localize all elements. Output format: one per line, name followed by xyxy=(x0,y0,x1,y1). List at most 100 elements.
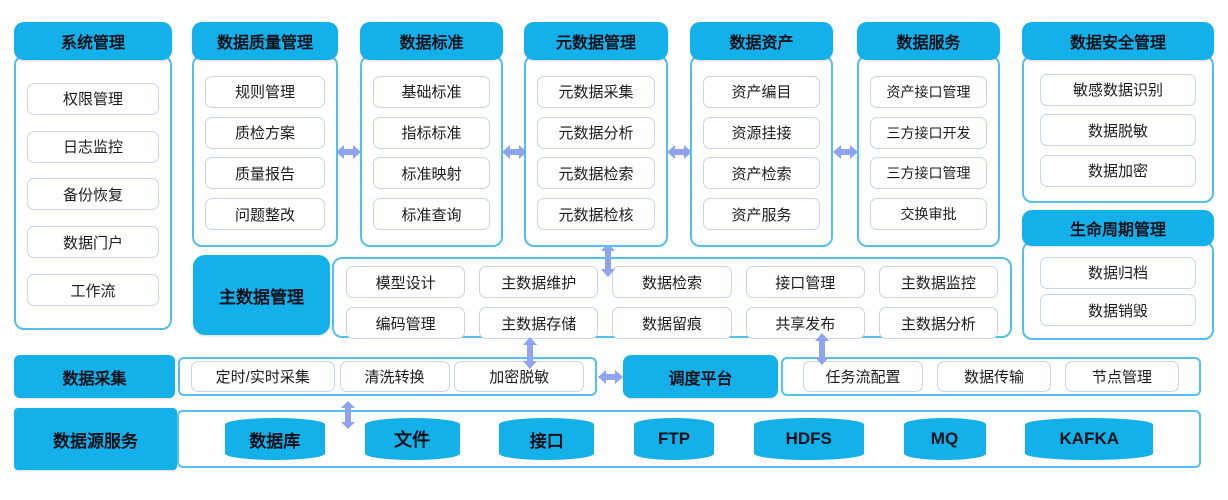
group-title: 数据质量管理 xyxy=(192,22,338,60)
group-data-service: 数据服务 资产接口管理 三方接口开发 三方接口管理 交换审批 xyxy=(857,22,1000,247)
group-title: 数据资产 xyxy=(690,22,833,60)
group-body: 数据归档 数据销毁 xyxy=(1022,241,1214,340)
module-item: 资产服务 xyxy=(703,198,820,231)
module-item: 主数据维护 xyxy=(479,266,599,298)
group-data-asset: 数据资产 资产编目 资源挂接 资产检索 资产服务 xyxy=(690,22,833,247)
group-title: 数据服务 xyxy=(857,22,1000,60)
module-item: 数据门户 xyxy=(27,226,159,259)
datasource-cylinder: 数据库 xyxy=(224,418,325,460)
group-body: 基础标准 指标标准 标准映射 标准查询 xyxy=(360,55,503,247)
module-item: 接口管理 xyxy=(745,266,865,298)
cylinder-label: MQ xyxy=(930,429,959,448)
datasource-cylinder: 文件 xyxy=(364,418,460,460)
group-body: 元数据采集 元数据分析 元数据检索 元数据检核 xyxy=(524,55,668,247)
module-item: 质检方案 xyxy=(205,116,325,149)
module-item: 主数据分析 xyxy=(878,307,998,339)
module-item: 元数据采集 xyxy=(537,75,655,108)
module-item: 数据加密 xyxy=(1040,154,1196,187)
datasource-cylinder: FTP xyxy=(634,418,714,460)
module-item: 标准映射 xyxy=(373,157,490,190)
module-item: 标准查询 xyxy=(373,198,490,231)
group-data-quality: 数据质量管理 规则管理 质检方案 质量报告 问题整改 xyxy=(192,22,338,247)
module-item: 资产接口管理 xyxy=(870,75,987,108)
module-item: 元数据分析 xyxy=(537,116,655,149)
module-item: 基础标准 xyxy=(373,75,490,108)
data-collection-label: 数据采集 xyxy=(14,355,175,398)
master-data-grid: 模型设计 主数据维护 数据检索 接口管理 主数据监控 编码管理 主数据存储 数据… xyxy=(334,259,1010,339)
module-item: 模型设计 xyxy=(346,266,466,298)
group-title: 系统管理 xyxy=(14,22,172,60)
double-arrow-vertical-icon xyxy=(814,333,830,365)
datasource-cylinder: MQ xyxy=(903,418,986,460)
module-item: 权限管理 xyxy=(27,82,159,115)
module-item: 主数据存储 xyxy=(479,307,599,339)
module-item: 节点管理 xyxy=(1065,361,1179,392)
module-item: 资产编目 xyxy=(703,75,820,108)
module-item: 数据检索 xyxy=(612,266,732,298)
module-item: 元数据检索 xyxy=(537,157,655,190)
module-item: 元数据检核 xyxy=(537,198,655,231)
module-item: 编码管理 xyxy=(346,307,466,339)
group-body: 资产接口管理 三方接口开发 三方接口管理 交换审批 xyxy=(857,55,1000,247)
module-item: 三方接口开发 xyxy=(870,116,987,149)
module-item: 工作流 xyxy=(27,274,159,307)
module-item: 数据留痕 xyxy=(612,307,732,339)
collection-items: 定时/实时采集 清洗转换 加密脱敏 xyxy=(180,361,595,392)
group-title: 元数据管理 xyxy=(524,22,668,60)
module-item: 三方接口管理 xyxy=(870,157,987,190)
module-item: 数据脱敏 xyxy=(1040,114,1196,146)
double-arrow-vertical-icon xyxy=(600,243,616,277)
module-item: 规则管理 xyxy=(205,75,325,108)
double-arrow-horizontal-icon xyxy=(667,144,692,160)
group-body: 敏感数据识别 数据脱敏 数据加密 xyxy=(1022,55,1214,203)
module-item: 问题整改 xyxy=(205,198,325,231)
datasource-items: 数据库 文件 接口 FTP HDFS MQ KAFKA xyxy=(179,414,1199,464)
module-item: 资源挂接 xyxy=(703,116,820,149)
scheduling-platform-block: 调度平台 xyxy=(623,355,778,398)
group-title: 数据标准 xyxy=(360,22,503,60)
scheduling-panel: 任务流配置 数据传输 节点管理 xyxy=(781,357,1201,396)
group-metadata-management: 元数据管理 元数据采集 元数据分析 元数据检索 元数据检核 xyxy=(524,22,668,247)
group-title: 数据安全管理 xyxy=(1022,22,1214,60)
module-item: 加密脱敏 xyxy=(454,361,585,392)
datasource-label: 数据源服务 xyxy=(14,408,177,470)
datasource-cylinder: KAFKA xyxy=(1025,418,1154,460)
module-item: 敏感数据识别 xyxy=(1040,73,1196,106)
module-item: 备份恢复 xyxy=(27,178,159,211)
module-item: 资产检索 xyxy=(703,157,820,190)
module-item: 日志监控 xyxy=(27,130,159,163)
module-item: 共享发布 xyxy=(745,307,865,339)
datasource-panel: 数据库 文件 接口 FTP HDFS MQ KAFKA xyxy=(177,410,1201,468)
group-body: 资产编目 资源挂接 资产检索 资产服务 xyxy=(690,55,833,247)
group-lifecycle-management: 生命周期管理 数据归档 数据销毁 xyxy=(1022,210,1214,340)
module-item: 定时/实时采集 xyxy=(190,361,335,392)
scheduling-items: 任务流配置 数据传输 节点管理 xyxy=(783,361,1199,392)
module-item: 任务流配置 xyxy=(803,361,923,392)
cylinder-label: HDFS xyxy=(785,429,832,448)
module-item: 质量报告 xyxy=(205,157,325,190)
double-arrow-horizontal-icon xyxy=(598,369,623,385)
cylinder-label: FTP xyxy=(657,429,691,448)
module-item: 交换审批 xyxy=(870,198,987,231)
datasource-cylinder: HDFS xyxy=(753,418,864,460)
group-title: 生命周期管理 xyxy=(1022,210,1214,246)
datasource-cylinder: 接口 xyxy=(499,418,595,460)
module-item: 数据销毁 xyxy=(1040,294,1196,327)
master-data-block: 主数据管理 xyxy=(193,255,330,335)
double-arrow-vertical-icon xyxy=(340,401,356,429)
cylinder-label: 数据库 xyxy=(249,431,301,451)
module-item: 数据归档 xyxy=(1040,256,1196,289)
group-system-management: 系统管理 权限管理 日志监控 备份恢复 数据门户 工作流 xyxy=(14,22,172,330)
master-data-panel: 模型设计 主数据维护 数据检索 接口管理 主数据监控 编码管理 主数据存储 数据… xyxy=(332,257,1012,339)
module-item: 指标标准 xyxy=(373,116,490,149)
cylinder-label: 文件 xyxy=(394,430,430,450)
group-body: 权限管理 日志监控 备份恢复 数据门户 工作流 xyxy=(14,55,172,330)
group-body: 规则管理 质检方案 质量报告 问题整改 xyxy=(192,55,338,247)
group-data-standard: 数据标准 基础标准 指标标准 标准映射 标准查询 xyxy=(360,22,503,247)
module-item: 数据传输 xyxy=(937,361,1051,392)
group-data-security: 数据安全管理 敏感数据识别 数据脱敏 数据加密 xyxy=(1022,22,1214,203)
module-item: 清洗转换 xyxy=(339,361,450,392)
double-arrow-horizontal-icon xyxy=(833,144,858,160)
cylinder-label: 接口 xyxy=(529,431,564,451)
